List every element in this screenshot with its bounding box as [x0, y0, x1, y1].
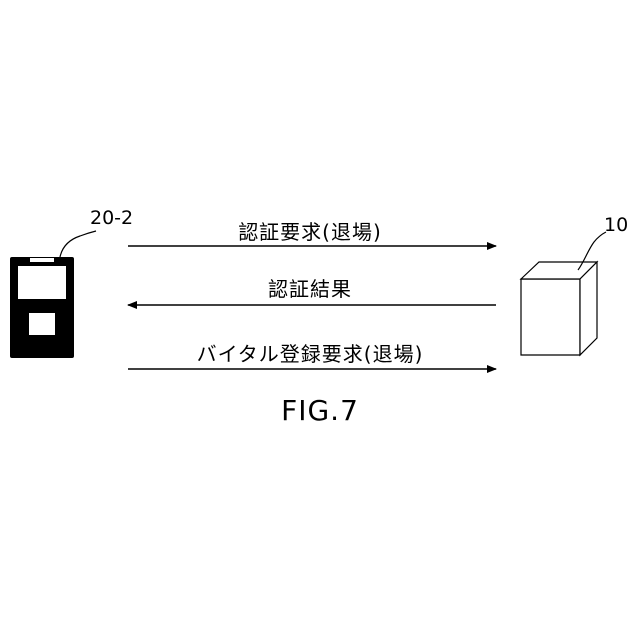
message-label-vital-register-request: バイタル登録要求(退場) [130, 338, 490, 367]
message-label-auth-result: 認証結果 [130, 273, 490, 302]
message-label-auth-request: 認証要求(退場) [130, 216, 490, 245]
phone-ref-leader [60, 231, 96, 257]
server-box [521, 262, 597, 355]
server-ref-label: 10 [604, 214, 628, 236]
phone-ref-label: 20-2 [90, 207, 133, 229]
phone-button [29, 313, 55, 335]
mobile-terminal [10, 257, 74, 358]
server-front [521, 279, 580, 355]
server-side [580, 262, 597, 355]
phone-speaker [30, 258, 54, 262]
figure-caption: FIG.7 [0, 394, 640, 427]
phone-screen [18, 266, 66, 299]
